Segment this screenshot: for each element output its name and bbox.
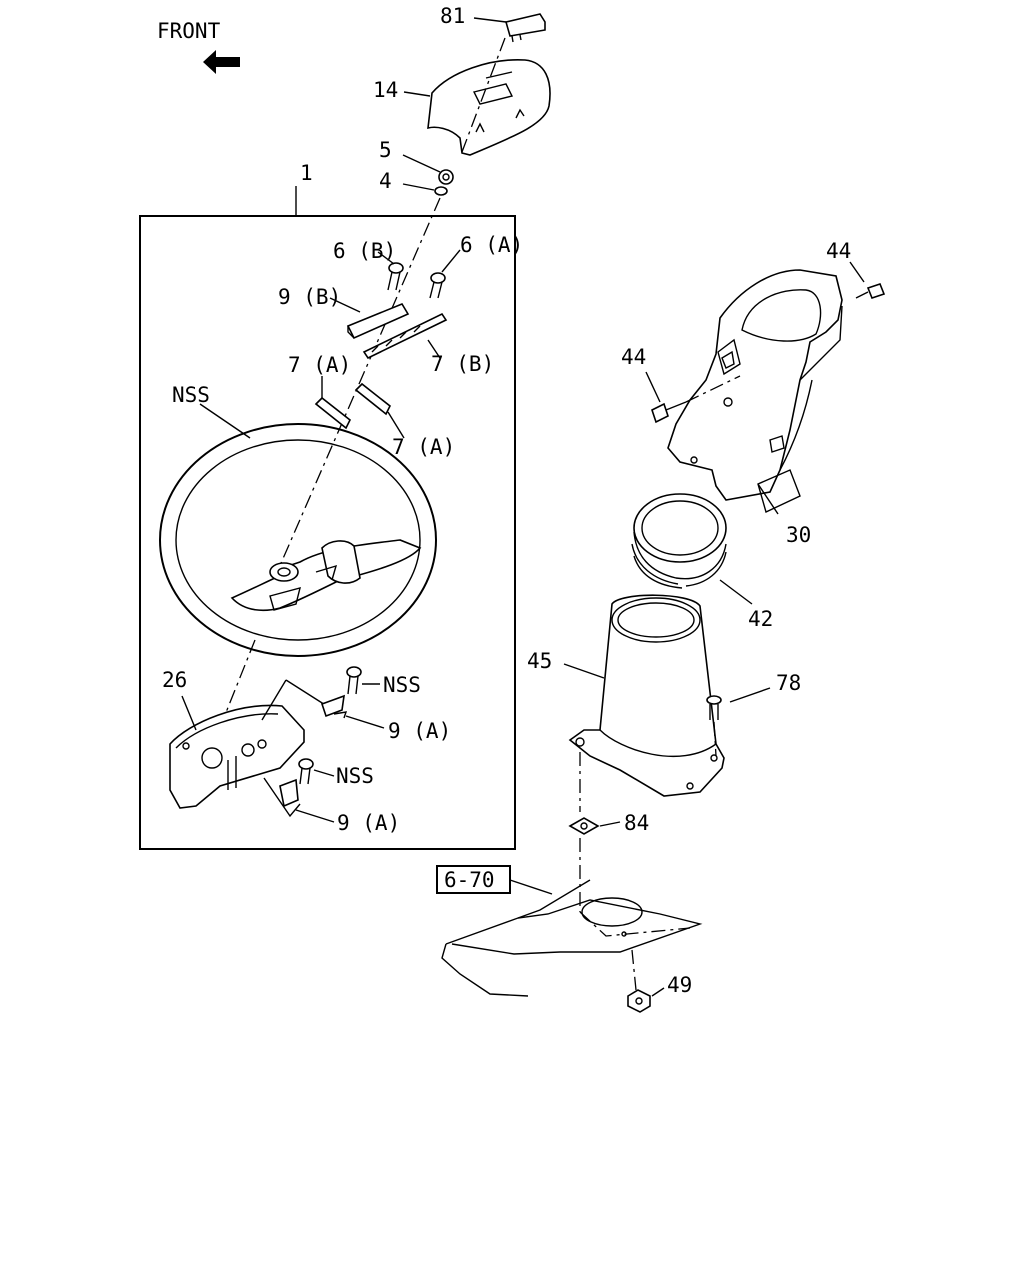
part-label-7b: 7 (B) xyxy=(431,352,494,376)
bolt-78-part xyxy=(706,695,722,720)
front-direction-arrow-icon xyxy=(203,50,240,74)
washer-part xyxy=(434,186,448,196)
steering-wheel-part xyxy=(159,423,437,657)
clip-9a-lower-part xyxy=(279,778,299,808)
front-label: FRONT xyxy=(157,19,221,43)
floor-panel xyxy=(441,879,703,997)
screw-44-right-part xyxy=(855,283,886,299)
part-label-30: 30 xyxy=(786,523,811,547)
screw-6a-part xyxy=(429,272,446,299)
column-cover-30-part xyxy=(667,269,843,501)
reference-box xyxy=(436,865,511,894)
part-label-81: 81 xyxy=(440,4,465,28)
screw-6b-part xyxy=(387,262,404,291)
boot-42-part xyxy=(631,493,727,589)
nut-84-part xyxy=(568,817,600,835)
bracket-9b-part xyxy=(346,303,410,340)
part-label-6b: 6 (B) xyxy=(333,239,396,263)
part-label-4: 4 xyxy=(379,169,392,193)
part-label-44-left: 44 xyxy=(621,345,646,369)
part-label-26: 26 xyxy=(162,668,187,692)
part-label-44-right: 44 xyxy=(826,239,851,263)
part-label-9b: 9 (B) xyxy=(278,285,341,309)
part-label-84: 84 xyxy=(624,811,649,835)
nut-49-part xyxy=(627,989,651,1013)
ref-box-label: 6-70 xyxy=(444,868,495,892)
screw-nss-upper-part xyxy=(346,666,362,695)
part-label-7a-upper: 7 (A) xyxy=(288,353,351,377)
clip-9a-upper-part xyxy=(320,694,348,719)
column-tube-45-part xyxy=(568,594,725,797)
emblem-cap-part xyxy=(505,13,546,43)
part-label-45: 45 xyxy=(527,649,552,673)
part-label-9a-lower: 9 (A) xyxy=(337,811,400,835)
spring-plate-7b-part xyxy=(362,312,448,360)
steering-wheel-assembly-box xyxy=(139,215,516,850)
clip-7a-right-part xyxy=(354,382,392,416)
part-label-7a-lower: 7 (A) xyxy=(392,435,455,459)
part-label-1: 1 xyxy=(300,161,313,185)
part-label-9a-upper: 9 (A) xyxy=(388,719,451,743)
screw-nss-lower-part xyxy=(298,758,314,785)
part-label-42: 42 xyxy=(748,607,773,631)
part-label-nss-upper: NSS xyxy=(383,673,421,697)
part-label-78: 78 xyxy=(776,671,801,695)
part-label-14: 14 xyxy=(373,78,398,102)
part-label-49: 49 xyxy=(667,973,692,997)
screw-44-left-part xyxy=(651,401,687,424)
part-label-5: 5 xyxy=(379,138,392,162)
steering-nut-part xyxy=(438,169,454,185)
clip-7a-left-part xyxy=(314,396,352,430)
part-label-nss-lower: NSS xyxy=(336,764,374,788)
horn-pad-cover-part xyxy=(427,59,551,156)
part-label-6a: 6 (A) xyxy=(460,233,523,257)
part-label-nss-wheel: NSS xyxy=(172,383,210,407)
